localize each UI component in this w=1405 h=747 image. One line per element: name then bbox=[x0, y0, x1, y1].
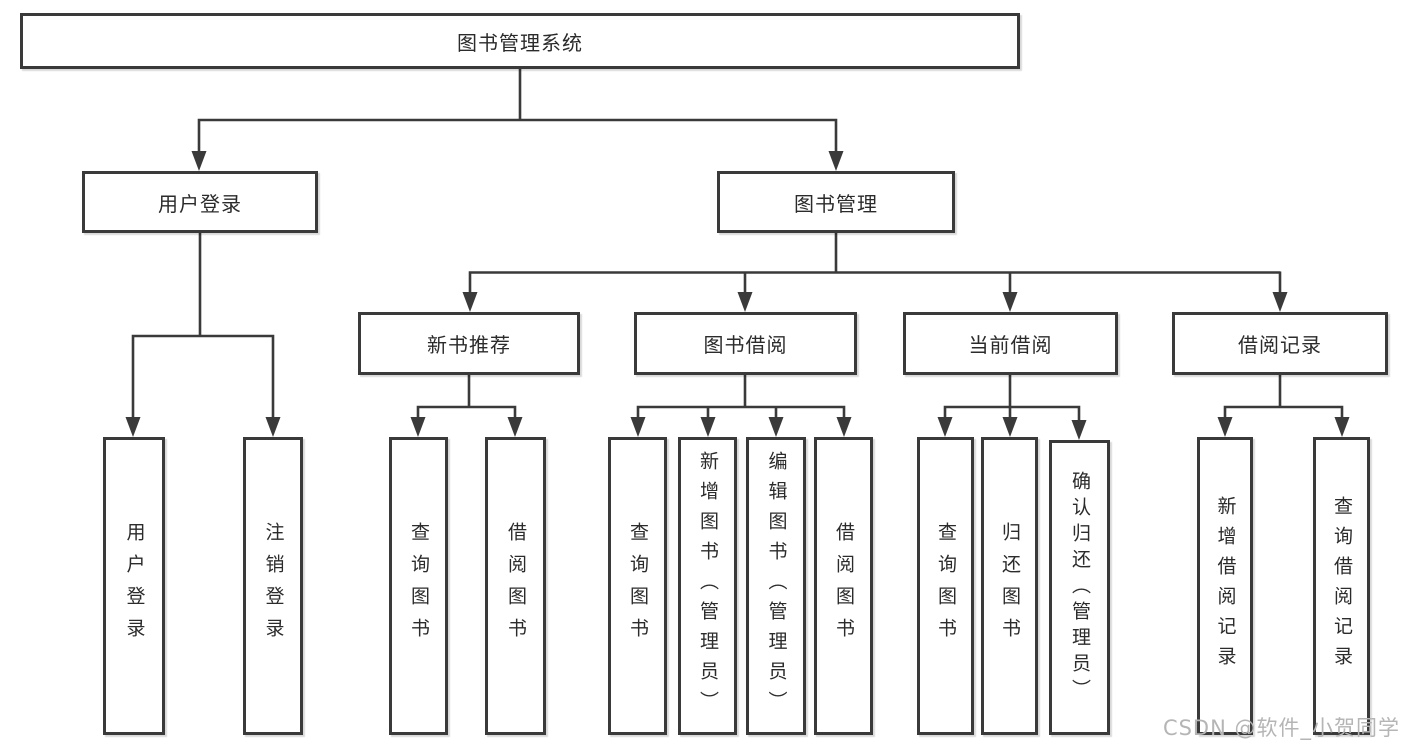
arrowhead bbox=[125, 417, 141, 437]
wire-root bbox=[197, 68, 838, 153]
connector-lines bbox=[131, 68, 1344, 422]
arrowhead bbox=[462, 292, 478, 312]
node-borrow-records: 借阅记录 bbox=[1172, 312, 1388, 375]
wire-current bbox=[943, 374, 1081, 422]
leaf-label: 编辑图书（管理员） bbox=[765, 451, 788, 721]
leaf-label: 查询图书 bbox=[408, 522, 430, 650]
leaf-return-books: 归还图书 bbox=[981, 437, 1038, 735]
leaf-confirm-return-admin: 确认归还（管理员） bbox=[1049, 440, 1110, 735]
arrowhead bbox=[737, 292, 753, 312]
leaf-label: 新增图书（管理员） bbox=[697, 451, 719, 721]
arrowhead bbox=[700, 417, 716, 437]
node-book-management: 图书管理 bbox=[717, 171, 955, 233]
arrowhead bbox=[828, 151, 844, 171]
leaf-label: 查询图书 bbox=[627, 522, 649, 650]
arrowhead bbox=[1002, 292, 1018, 312]
node-user-login: 用户登录 bbox=[82, 171, 318, 233]
node-root: 图书管理系统 bbox=[20, 13, 1020, 69]
leaf-edit-books-admin: 编辑图书（管理员） bbox=[746, 437, 806, 735]
watermark: CSDN @软件_小贺同学 bbox=[1162, 716, 1400, 740]
leaf-label: 借阅图书 bbox=[833, 522, 855, 650]
arrowhead bbox=[1217, 417, 1233, 437]
leaf-user-login: 用户登录 bbox=[103, 437, 165, 735]
leaf-borrow-books: 借阅图书 bbox=[814, 437, 873, 735]
arrowhead bbox=[507, 417, 523, 437]
leaf-label: 归还图书 bbox=[999, 522, 1021, 650]
leaf-label: 查询图书 bbox=[935, 522, 957, 650]
arrowhead bbox=[937, 417, 953, 437]
leaf-query-books-borrow: 查询图书 bbox=[608, 437, 667, 735]
arrowhead bbox=[410, 417, 426, 437]
wire-book-mgmt bbox=[468, 232, 1282, 294]
wire-user-login bbox=[131, 232, 275, 419]
leaf-add-books-admin: 新增图书（管理员） bbox=[678, 437, 737, 735]
leaf-query-books-recommend: 查询图书 bbox=[389, 437, 448, 735]
arrowhead bbox=[1272, 292, 1288, 312]
node-current-borrowing: 当前借阅 bbox=[903, 312, 1118, 375]
wire-new-book bbox=[416, 374, 517, 419]
arrowhead bbox=[1002, 417, 1018, 437]
leaf-label: 确认归还（管理员） bbox=[1069, 470, 1091, 705]
leaf-borrow-books-recommend: 借阅图书 bbox=[485, 437, 546, 735]
leaf-label: 查询借阅记录 bbox=[1331, 496, 1353, 676]
arrowhead bbox=[768, 417, 784, 437]
leaf-query-borrow-record: 查询借阅记录 bbox=[1313, 437, 1370, 735]
arrowhead bbox=[836, 417, 852, 437]
node-new-book-recommend: 新书推荐 bbox=[358, 312, 580, 375]
leaf-label: 用户登录 bbox=[123, 522, 146, 650]
arrowhead bbox=[191, 151, 207, 171]
leaf-logout: 注销登录 bbox=[243, 437, 303, 735]
leaf-label: 新增借阅记录 bbox=[1214, 496, 1237, 676]
arrowhead bbox=[1071, 420, 1087, 440]
node-book-borrowing: 图书借阅 bbox=[634, 312, 857, 375]
arrowhead bbox=[265, 417, 281, 437]
arrowhead bbox=[1334, 417, 1350, 437]
arrowheads bbox=[125, 151, 1350, 440]
leaf-query-books-current: 查询图书 bbox=[917, 437, 974, 735]
leaf-label: 借阅图书 bbox=[505, 522, 527, 650]
arrowhead bbox=[630, 417, 646, 437]
leaf-add-borrow-record: 新增借阅记录 bbox=[1197, 437, 1253, 735]
wire-records bbox=[1223, 374, 1344, 419]
leaf-label: 注销登录 bbox=[262, 522, 285, 650]
wire-borrowing bbox=[636, 374, 846, 419]
